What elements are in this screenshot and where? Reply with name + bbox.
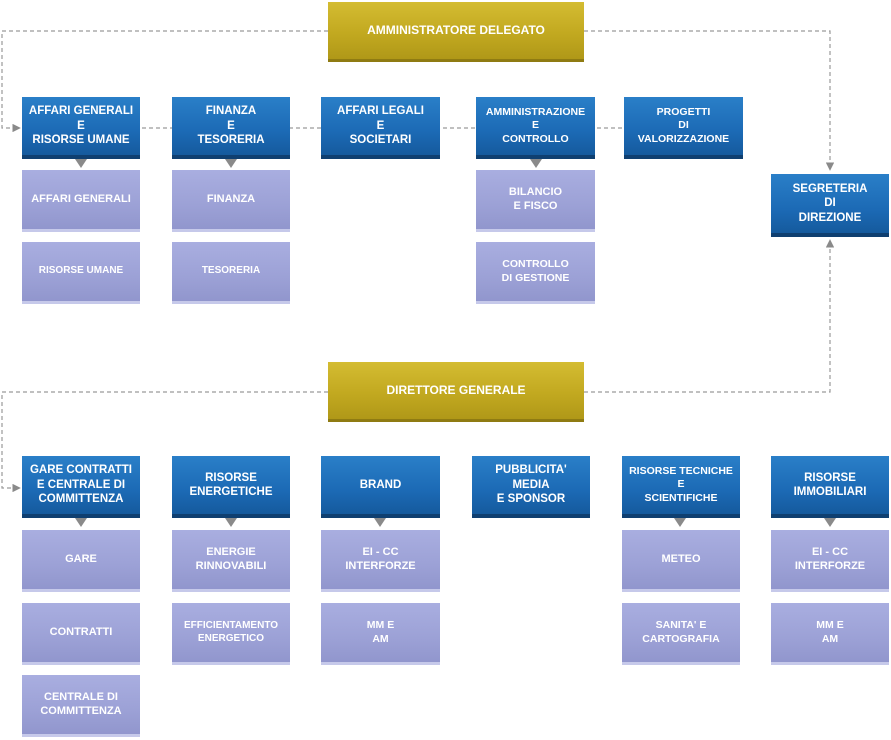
dept-gare-contratti-committenza: GARE CONTRATTI E CENTRALE DI COMMITTENZA bbox=[22, 456, 140, 518]
dept-finanza-tesoreria: FINANZA E TESORERIA bbox=[172, 97, 290, 159]
ceo-to-secretariat-line bbox=[584, 30, 835, 171]
ceo-to-top-row-line bbox=[1, 30, 328, 133]
dept-pointer bbox=[75, 518, 87, 527]
gm-to-secretariat-line bbox=[584, 239, 835, 393]
unit-sanita-cartografia: SANITA' E CARTOGRAFIA bbox=[622, 603, 740, 665]
unit-risorse-umane: RISORSE UMANE bbox=[22, 242, 140, 304]
unit-bilancio-fisco: BILANCIO E FISCO bbox=[476, 170, 595, 232]
dept-affari-legali-societari: AFFARI LEGALI E SOCIETARI bbox=[321, 97, 440, 159]
dept-pointer bbox=[225, 159, 237, 168]
unit-immobiliari-mm-am: MM E AM bbox=[771, 603, 889, 665]
unit-efficientamento-energetico: EFFICIENTAMENTO ENERGETICO bbox=[172, 603, 290, 665]
unit-brand-ei-cc-interforze: EI - CC INTERFORZE bbox=[321, 530, 440, 592]
dept-pointer bbox=[824, 518, 836, 527]
unit-immobiliari-ei-cc-interforze: EI - CC INTERFORZE bbox=[771, 530, 889, 592]
dept-pubblicita-media-sponsor: PUBBLICITA' MEDIA E SPONSOR bbox=[472, 456, 590, 518]
unit-meteo: METEO bbox=[622, 530, 740, 592]
dept-pointer bbox=[225, 518, 237, 527]
dept-pointer bbox=[674, 518, 686, 527]
dept-amministrazione-controllo: AMMINISTRAZIONE E CONTROLLO bbox=[476, 97, 595, 159]
dept-brand: BRAND bbox=[321, 456, 440, 518]
unit-energie-rinnovabili: ENERGIE RINNOVABILI bbox=[172, 530, 290, 592]
secretariat-box: SEGRETERIA DI DIREZIONE bbox=[771, 174, 889, 237]
dept-pointer bbox=[374, 518, 386, 527]
unit-centrale-committenza: CENTRALE DI COMMITTENZA bbox=[22, 675, 140, 737]
dept-risorse-energetiche: RISORSE ENERGETICHE bbox=[172, 456, 290, 518]
general-manager-box: DIRETTORE GENERALE bbox=[328, 362, 584, 422]
unit-contratti: CONTRATTI bbox=[22, 603, 140, 665]
dept-risorse-immobiliari: RISORSE IMMOBILIARI bbox=[771, 456, 889, 518]
gm-to-bottom-row-line bbox=[1, 391, 328, 493]
unit-finanza: FINANZA bbox=[172, 170, 290, 232]
dept-pointer bbox=[530, 159, 542, 168]
ceo-box: AMMINISTRATORE DELEGATO bbox=[328, 2, 584, 62]
unit-tesoreria: TESORERIA bbox=[172, 242, 290, 304]
dept-affari-generali-risorse-umane: AFFARI GENERALI E RISORSE UMANE bbox=[22, 97, 140, 159]
unit-controllo-gestione: CONTROLLO DI GESTIONE bbox=[476, 242, 595, 304]
unit-affari-generali: AFFARI GENERALI bbox=[22, 170, 140, 232]
dept-pointer bbox=[75, 159, 87, 168]
unit-brand-mm-am: MM E AM bbox=[321, 603, 440, 665]
dept-risorse-tecniche-scientifiche: RISORSE TECNICHE E SCIENTIFICHE bbox=[622, 456, 740, 518]
dept-progetti-valorizzazione: PROGETTI DI VALORIZZAZIONE bbox=[624, 97, 743, 159]
unit-gare: GARE bbox=[22, 530, 140, 592]
